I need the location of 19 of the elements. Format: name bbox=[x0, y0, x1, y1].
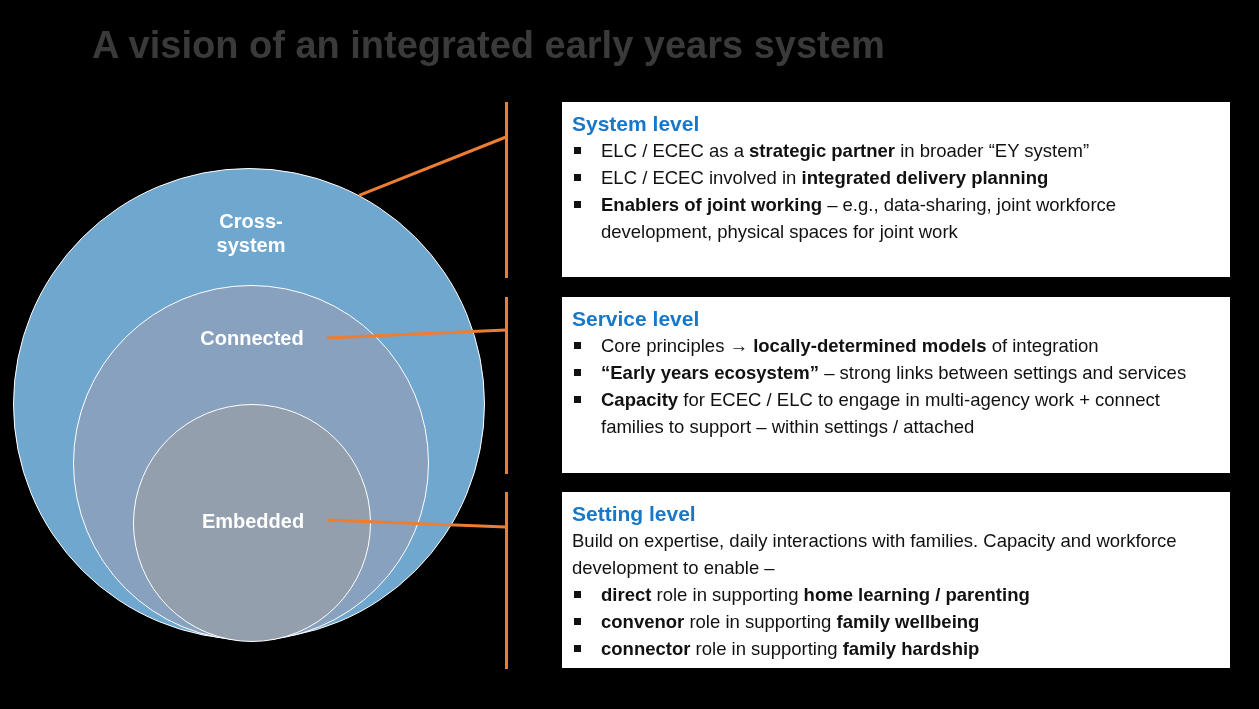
bullet-text: convenor role in supporting family wellbeing bbox=[601, 611, 980, 632]
bullet-text: Core principles → locally-determined models of integration bbox=[601, 335, 1099, 356]
circle-label: Cross-system bbox=[215, 209, 287, 257]
leader-line bbox=[326, 518, 507, 529]
bullet-text: direct role in supporting home learning / parenting bbox=[601, 584, 1030, 605]
leader-line bbox=[326, 328, 507, 340]
panel-heading: Setting level bbox=[572, 501, 696, 527]
panel-heading: Service level bbox=[572, 306, 700, 332]
circle-label: Connected bbox=[199, 326, 305, 350]
panel-heading: System level bbox=[572, 111, 700, 137]
bullet-text: Capacity for ECEC / ELC to engage in multi-agency work + connect families to support – within settings / attached bbox=[601, 389, 1160, 437]
bullet-text: ELC / ECEC as a strategic partner in broader “EY system” bbox=[601, 140, 1090, 161]
bullet-text: “Early years ecosystem” – strong links between settings and services bbox=[601, 362, 1187, 383]
circle-label: Embedded bbox=[200, 509, 306, 533]
bullet-text: connector role in supporting family hardship bbox=[601, 638, 980, 659]
leader-line bbox=[358, 135, 507, 197]
bullet-text: ELC / ECEC involved in integrated delivery planning bbox=[601, 167, 1049, 188]
bullet-text: Enablers of joint working – e.g., data-sharing, joint workforce development, physical spaces for joint work bbox=[601, 194, 1117, 242]
title: A vision of an integrated early years system bbox=[92, 24, 885, 67]
